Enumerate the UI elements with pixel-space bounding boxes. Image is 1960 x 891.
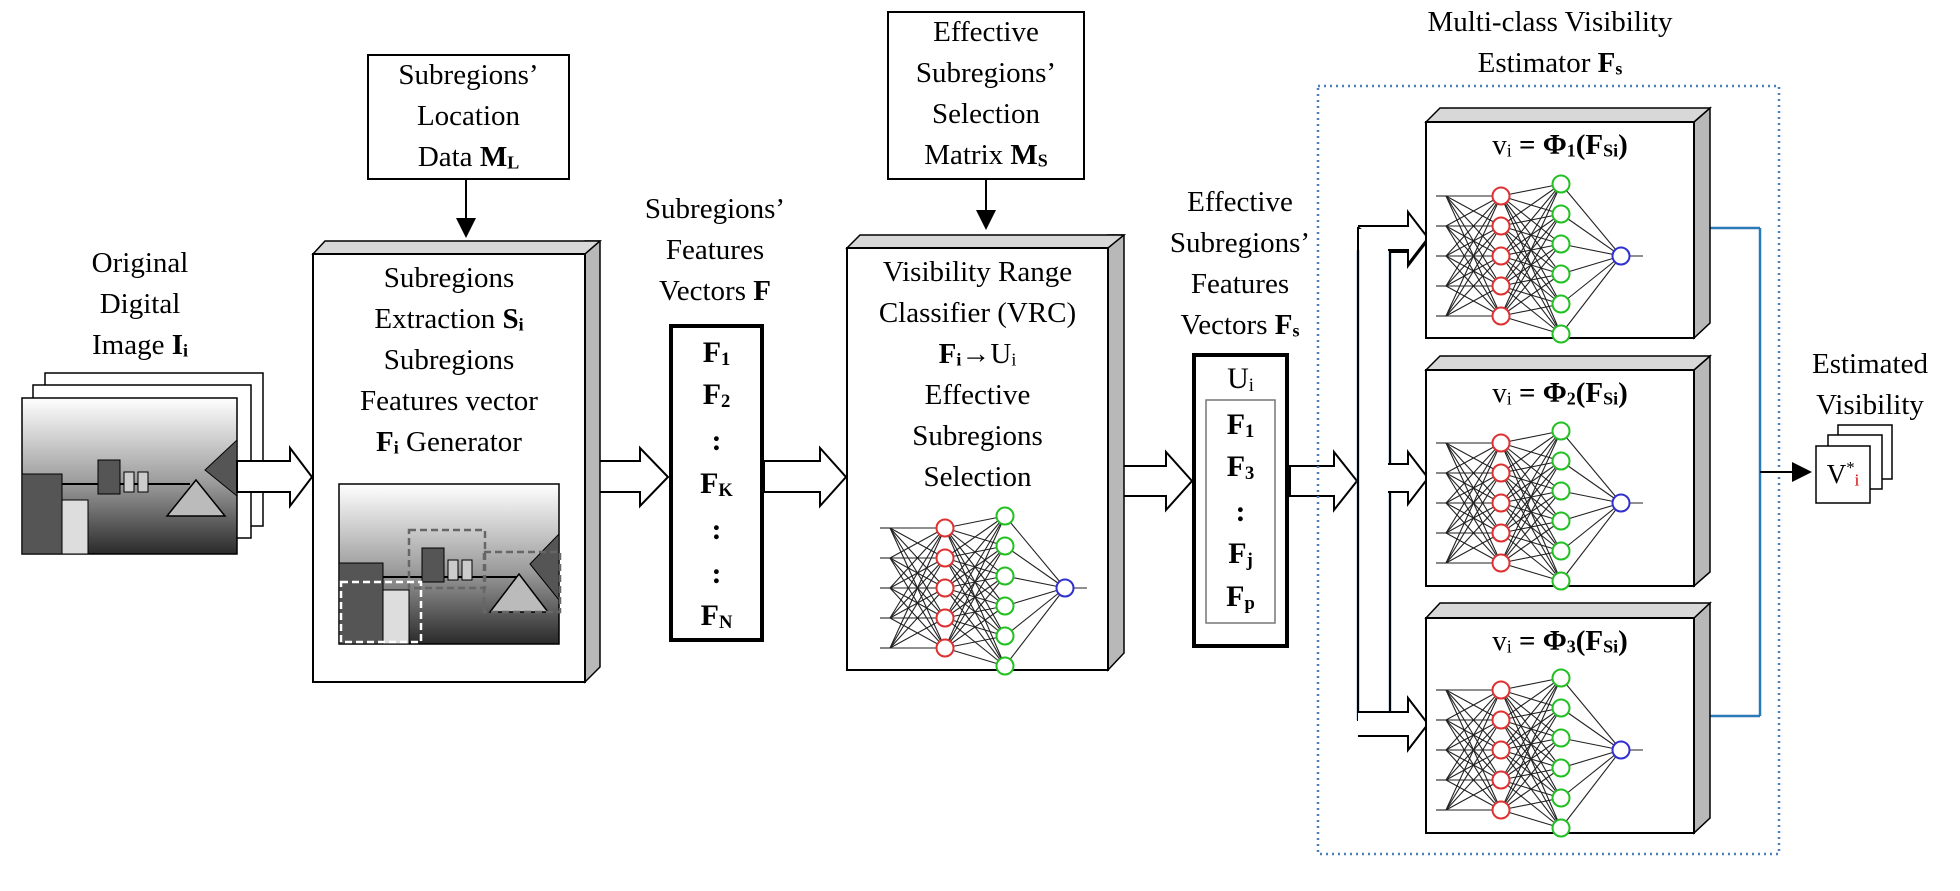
flow-arrows xyxy=(236,445,1359,513)
arrow-input-to-extraction xyxy=(236,445,314,509)
neural-networks xyxy=(880,174,1643,838)
hidden-neuron xyxy=(995,656,1015,676)
output-value-stack xyxy=(1815,424,1893,504)
feature-item: F1 xyxy=(702,336,731,370)
hidden-neuron xyxy=(995,626,1015,646)
output-label: Estimated Visibility xyxy=(1812,348,1928,421)
hidden-neuron xyxy=(1491,740,1511,760)
estimator-dotted-border xyxy=(1316,84,1781,856)
hidden-neuron xyxy=(1551,234,1571,254)
hidden-neuron xyxy=(1491,710,1511,730)
feature-item: FN xyxy=(700,599,733,633)
estimator-model-boxes xyxy=(1424,106,1712,835)
effective-item: Fj xyxy=(1228,537,1253,571)
estimator-title: Multi-class Visibility Estimator Fs xyxy=(1427,6,1673,79)
features-vector-box xyxy=(669,324,764,642)
hidden-neuron xyxy=(995,536,1015,556)
hidden-neuron xyxy=(1551,324,1571,344)
hidden-neuron xyxy=(1491,553,1511,573)
extraction-label: Subregions Extraction Si Subregions Feat… xyxy=(360,262,538,458)
hidden-neuron xyxy=(1491,276,1511,296)
hidden-neuron xyxy=(1551,511,1571,531)
hidden-neuron xyxy=(1551,698,1571,718)
hidden-neuron xyxy=(1491,770,1511,790)
hidden-neuron xyxy=(1551,758,1571,778)
hidden-neuron xyxy=(1551,481,1571,501)
hidden-neuron xyxy=(1551,571,1571,591)
effective-vector-header: Ui xyxy=(1227,362,1254,396)
hidden-neuron xyxy=(1551,818,1571,838)
feature-item: : xyxy=(711,557,722,590)
model-equation-2: vi = Φ2(FSi) xyxy=(1492,377,1628,409)
hidden-neuron xyxy=(1491,523,1511,543)
output-neuron xyxy=(1611,246,1631,266)
effective-vectors-label: Effective Subregions’ Features Vectors F… xyxy=(1169,186,1311,341)
hidden-neuron xyxy=(935,518,955,538)
hidden-neuron xyxy=(995,596,1015,616)
hidden-neuron xyxy=(1551,421,1571,441)
hidden-neuron xyxy=(1491,186,1511,206)
effective-item: F3 xyxy=(1226,450,1255,484)
model-1-neural-net-icon xyxy=(1436,174,1643,344)
feature-item: : xyxy=(711,424,722,457)
extraction-subregion-image xyxy=(338,483,562,645)
vrc-label: Visibility Range Classifier (VRC) Fi→Ui … xyxy=(878,256,1077,493)
hidden-neuron xyxy=(1491,680,1511,700)
hidden-neuron xyxy=(1491,246,1511,266)
arrow-features-to-vrc xyxy=(763,445,848,509)
hidden-neuron xyxy=(1551,788,1571,808)
hidden-neuron xyxy=(935,638,955,658)
hidden-neuron xyxy=(1551,294,1571,314)
feature-item: FK xyxy=(700,467,733,501)
model-equation-1: vi = Φ1(FSi) xyxy=(1492,129,1628,161)
effective-item: Fp xyxy=(1226,580,1255,614)
hidden-neuron xyxy=(1491,306,1511,326)
effective-vector-inner-box xyxy=(1205,399,1276,624)
hidden-neuron xyxy=(1551,728,1571,748)
hidden-neuron xyxy=(1551,174,1571,194)
arrow-effective-to-bus xyxy=(1289,449,1359,513)
hidden-neuron xyxy=(1551,204,1571,224)
hidden-neuron xyxy=(1491,433,1511,453)
output-value: V*i xyxy=(1826,458,1860,490)
location-data-box xyxy=(367,54,570,180)
output-neuron xyxy=(1611,740,1631,760)
feature-item: F2 xyxy=(702,378,731,412)
features-vectors-label: Subregions’ Features Vectors F xyxy=(644,193,786,307)
vrc-neural-net-icon xyxy=(880,506,1087,676)
input-image-stack xyxy=(21,372,264,555)
effective-item: : xyxy=(1235,495,1246,528)
hidden-neuron xyxy=(1551,451,1571,471)
hidden-neuron xyxy=(995,506,1015,526)
input-image-label: Original Digital Image Ii xyxy=(91,247,189,361)
hidden-neuron xyxy=(935,608,955,628)
hidden-neuron xyxy=(1551,668,1571,688)
hidden-neuron xyxy=(1551,264,1571,284)
output-neuron xyxy=(1055,578,1075,598)
hidden-neuron xyxy=(935,578,955,598)
hidden-neuron xyxy=(1491,493,1511,513)
hidden-neuron xyxy=(1551,541,1571,561)
vrc-box xyxy=(845,234,1127,672)
model-3-neural-net-icon xyxy=(1436,668,1643,838)
output-neuron xyxy=(1611,493,1631,513)
feature-item: : xyxy=(711,513,722,546)
hidden-neuron xyxy=(935,548,955,568)
hidden-neuron xyxy=(1491,800,1511,820)
hidden-neuron xyxy=(1491,463,1511,483)
selection-matrix-label: Effective Subregions’ Selection Matrix M… xyxy=(915,16,1057,171)
estimator-bus-arrows xyxy=(1357,209,1430,753)
hidden-neuron xyxy=(995,566,1015,586)
effective-item: F1 xyxy=(1226,408,1255,442)
model-equation-3: vi = Φ3(FSi) xyxy=(1492,625,1628,657)
location-data-label: Subregions’ Location Data ML xyxy=(398,59,539,173)
model-2-neural-net-icon xyxy=(1436,421,1643,591)
selection-matrix-box xyxy=(887,11,1085,180)
hidden-neuron xyxy=(1491,216,1511,236)
